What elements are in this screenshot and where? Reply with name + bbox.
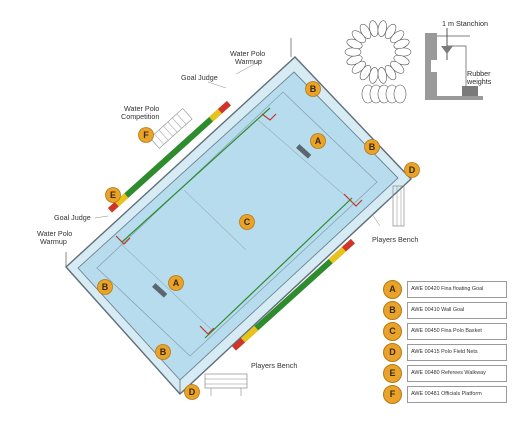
stanchion-wall-notch: [431, 60, 437, 72]
legend-row-d: D AWE 00415 Polo Field Nets: [383, 343, 508, 363]
svg-text:B: B: [102, 282, 109, 292]
label-rubber-weights-2: weights: [466, 77, 492, 86]
marker-e: E: [105, 187, 121, 203]
rubber-weight: [377, 67, 387, 84]
svg-text:D: D: [189, 387, 196, 397]
legend-row-a: A AWE 00420 Fina floating Goal: [383, 280, 508, 300]
svg-text:B: B: [310, 84, 317, 94]
field-centre-diagonal: [183, 189, 247, 251]
players-bench-bottom-shape: [204, 373, 248, 396]
rubber-weight: [351, 30, 366, 44]
svg-text:E: E: [110, 190, 116, 200]
legend-badge-f: F: [383, 385, 402, 404]
end-mark-bottom: [115, 235, 131, 245]
legend-row-b: B AWE 00410 Wall Goal: [383, 301, 508, 321]
svg-text:A: A: [315, 136, 322, 146]
marker-b-right: B: [364, 139, 380, 155]
marker-b-bottom: B: [155, 344, 171, 360]
stanchion-bracket: [441, 46, 453, 54]
stanchion-base: [425, 96, 483, 100]
rubber-weight: [369, 20, 379, 37]
officials-platform: [149, 108, 193, 149]
legend-badge-c: C: [383, 322, 402, 341]
leader-lines: [94, 59, 381, 227]
field-of-play: [96, 91, 378, 357]
labels: Water Polo Warmup Goal Judge Water Polo …: [37, 49, 418, 370]
marker-d-bottom: D: [184, 384, 200, 400]
rubber-weights-stack: [361, 84, 407, 104]
label-water-polo-warmup-left-1: Water Polo: [37, 229, 72, 238]
field-sideline-left: [121, 107, 271, 243]
marker-d-right: D: [404, 162, 420, 178]
label-goal-judge-left: Goal Judge: [54, 213, 91, 222]
rubber-weight: [394, 47, 412, 57]
label-water-polo-competition-1: Water Polo: [124, 104, 159, 113]
marker-b-top: B: [305, 81, 321, 97]
rubber-weight: [359, 23, 372, 39]
rubber-weight: [377, 20, 387, 37]
players-bench-right-shape: [392, 185, 405, 227]
legend-badge-e: E: [383, 364, 402, 383]
legend-text-a: AWE 00420 Fina floating Goal: [407, 281, 507, 298]
stanchion-cable: [447, 45, 467, 86]
label-stanchion: 1 m Stanchion: [442, 19, 488, 28]
legend-row-c: C AWE 00450 Fina Polo Basket: [383, 322, 508, 342]
label-goal-judge-top: Goal Judge: [181, 73, 218, 82]
rubber-weight: [384, 65, 397, 81]
field-line-bottom: [119, 242, 214, 332]
marker-a-bottom: A: [168, 275, 184, 291]
label-players-bench-bottom: Players Bench: [251, 361, 297, 370]
markers: B A B D F E C A: [97, 81, 420, 400]
rubber-weight: [393, 38, 410, 50]
svg-text:A: A: [173, 278, 180, 288]
rubber-weight: [390, 60, 405, 74]
label-water-polo-warmup-top-2: Warmup: [235, 57, 262, 66]
svg-text:C: C: [244, 217, 251, 227]
label-water-polo-warmup-top-1: Water Polo: [230, 49, 265, 58]
end-mark-bottom-2: [199, 325, 215, 335]
legend-text-c: AWE 00450 Fina Polo Basket: [407, 323, 507, 340]
rubber-weight: [369, 67, 379, 84]
stanchion-weight-block: [462, 86, 478, 96]
svg-text:D: D: [409, 165, 416, 175]
marker-b-left: B: [97, 279, 113, 295]
legend-badge-b: B: [383, 301, 402, 320]
legend-row-f: F AWE 00481 Officials Platform: [383, 385, 508, 405]
legend-badge-a: A: [383, 280, 402, 299]
stanchion-detail: 1 m Stanchion Rubber weights: [425, 19, 492, 100]
marker-a-top: A: [310, 133, 326, 149]
rubber-weights-ring: [344, 20, 412, 84]
label-water-polo-warmup-left-2: Warmup: [40, 237, 67, 246]
label-rubber-weights-1: Rubber: [467, 69, 491, 78]
legend-row-e: E AWE 00480 Referees Walkway: [383, 364, 508, 384]
field-sideline-right: [204, 197, 353, 339]
floating-goal-bottom: [152, 283, 168, 298]
svg-text:B: B: [160, 347, 167, 357]
marker-f: F: [138, 127, 154, 143]
rubber-weight: [344, 47, 362, 57]
marker-c: C: [239, 214, 255, 230]
legend-text-e: AWE 00480 Referees Walkway: [407, 365, 507, 382]
end-mark-top: [343, 193, 363, 207]
field-line-top: [257, 119, 351, 201]
floating-goal-top: [296, 144, 312, 159]
svg-text:F: F: [143, 130, 149, 140]
label-water-polo-competition-2: Competition: [121, 112, 159, 121]
walkway-left: [108, 100, 231, 213]
legend-text-f: AWE 00481 Officials Platform: [407, 386, 507, 403]
legend-badge-d: D: [383, 343, 402, 362]
legend-text-b: AWE 00410 Wall Goal: [407, 302, 507, 319]
end-mark-top-2: [261, 113, 277, 121]
legend-text-d: AWE 00415 Polo Field Nets: [407, 344, 507, 361]
walkway-right: [232, 238, 355, 351]
svg-text:B: B: [369, 142, 376, 152]
label-players-bench-right: Players Bench: [372, 235, 418, 244]
